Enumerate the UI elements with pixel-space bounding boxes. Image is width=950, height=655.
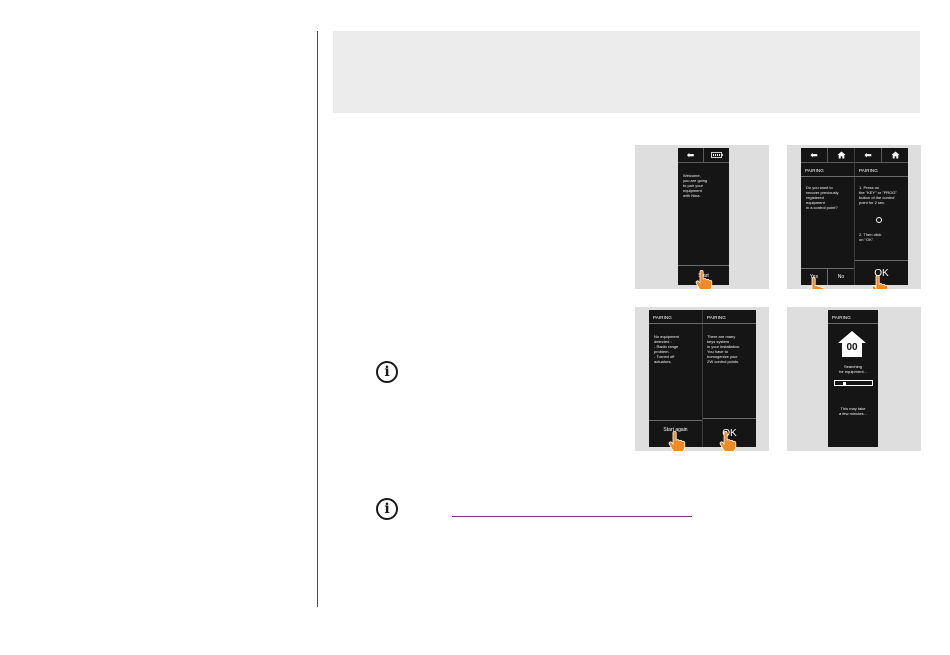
link-underline[interactable]: [452, 516, 692, 517]
many-keys-message: There are many keys system in your insta…: [707, 334, 741, 364]
welcome-message: Welcome, you are going to pair your equi…: [683, 173, 708, 198]
no-equipment-message: No equipment detected : - Radio range pr…: [654, 334, 679, 364]
screen-no-equipment-panel: PAIRING PAIRING No equipment detected : …: [635, 307, 769, 451]
screen-title: PAIRING: [859, 168, 878, 173]
clock-icon: [876, 217, 882, 223]
press-then-message: 2. Then click on "OK".: [859, 232, 882, 242]
return-arrow-icon[interactable]: ⬅: [801, 148, 828, 163]
pointing-hand-icon: [871, 275, 889, 289]
progress-bar: [834, 380, 873, 386]
return-arrow-icon[interactable]: ⬅: [855, 148, 882, 163]
screen-title: PAIRING: [653, 315, 672, 320]
return-arrow-icon[interactable]: ⬅: [678, 148, 704, 163]
screen-title: PAIRING: [805, 168, 824, 173]
screen-welcome-panel: ⬅ Welcome, you are going to pair your eq…: [635, 145, 769, 289]
page-divider-line: [317, 31, 318, 607]
home-icon[interactable]: [882, 148, 908, 163]
remote-screen: ⬅ Welcome, you are going to pair your eq…: [678, 148, 729, 285]
pointing-hand-icon: [807, 277, 825, 289]
remote-screen: PAIRING PAIRING No equipment detected : …: [649, 310, 756, 447]
recover-message: Do you want to recover previously regist…: [806, 185, 839, 210]
screen-searching-panel: PAIRING 00 Searching for equipment... Th…: [787, 307, 921, 451]
remote-screen: ⬅ ⬅ PAIRING PAIRING Do you want to recov…: [801, 148, 908, 285]
house-count-icon: 00: [837, 330, 867, 358]
wait-note: This may take a few minutes...: [838, 406, 867, 416]
header-band: [333, 31, 920, 113]
pointing-hand-icon: [719, 431, 737, 451]
pointing-hand-icon: [668, 431, 686, 451]
info-icon: i: [376, 361, 398, 383]
info-icon: i: [376, 498, 398, 520]
start-again-button[interactable]: Start again: [663, 427, 688, 433]
yes-button[interactable]: Yes: [801, 269, 828, 285]
screen-title: PAIRING: [832, 315, 851, 320]
screen-recover-panel: ⬅ ⬅ PAIRING PAIRING Do you want to recov…: [787, 145, 921, 289]
ok-button[interactable]: OK: [722, 427, 737, 439]
home-icon[interactable]: [828, 148, 855, 163]
ok-button[interactable]: OK: [874, 267, 889, 279]
no-button[interactable]: No: [837, 274, 845, 280]
press-message: 1. Press on the "KEY" or "PROG" button o…: [859, 185, 897, 205]
screen-title: PAIRING: [707, 315, 726, 320]
house-count: 00: [846, 342, 858, 353]
remote-screen: PAIRING 00 Searching for equipment... Th…: [828, 310, 878, 447]
battery-icon: [704, 148, 729, 163]
searching-message: Searching for equipment...: [839, 364, 867, 374]
pointing-hand-icon: [695, 270, 713, 289]
